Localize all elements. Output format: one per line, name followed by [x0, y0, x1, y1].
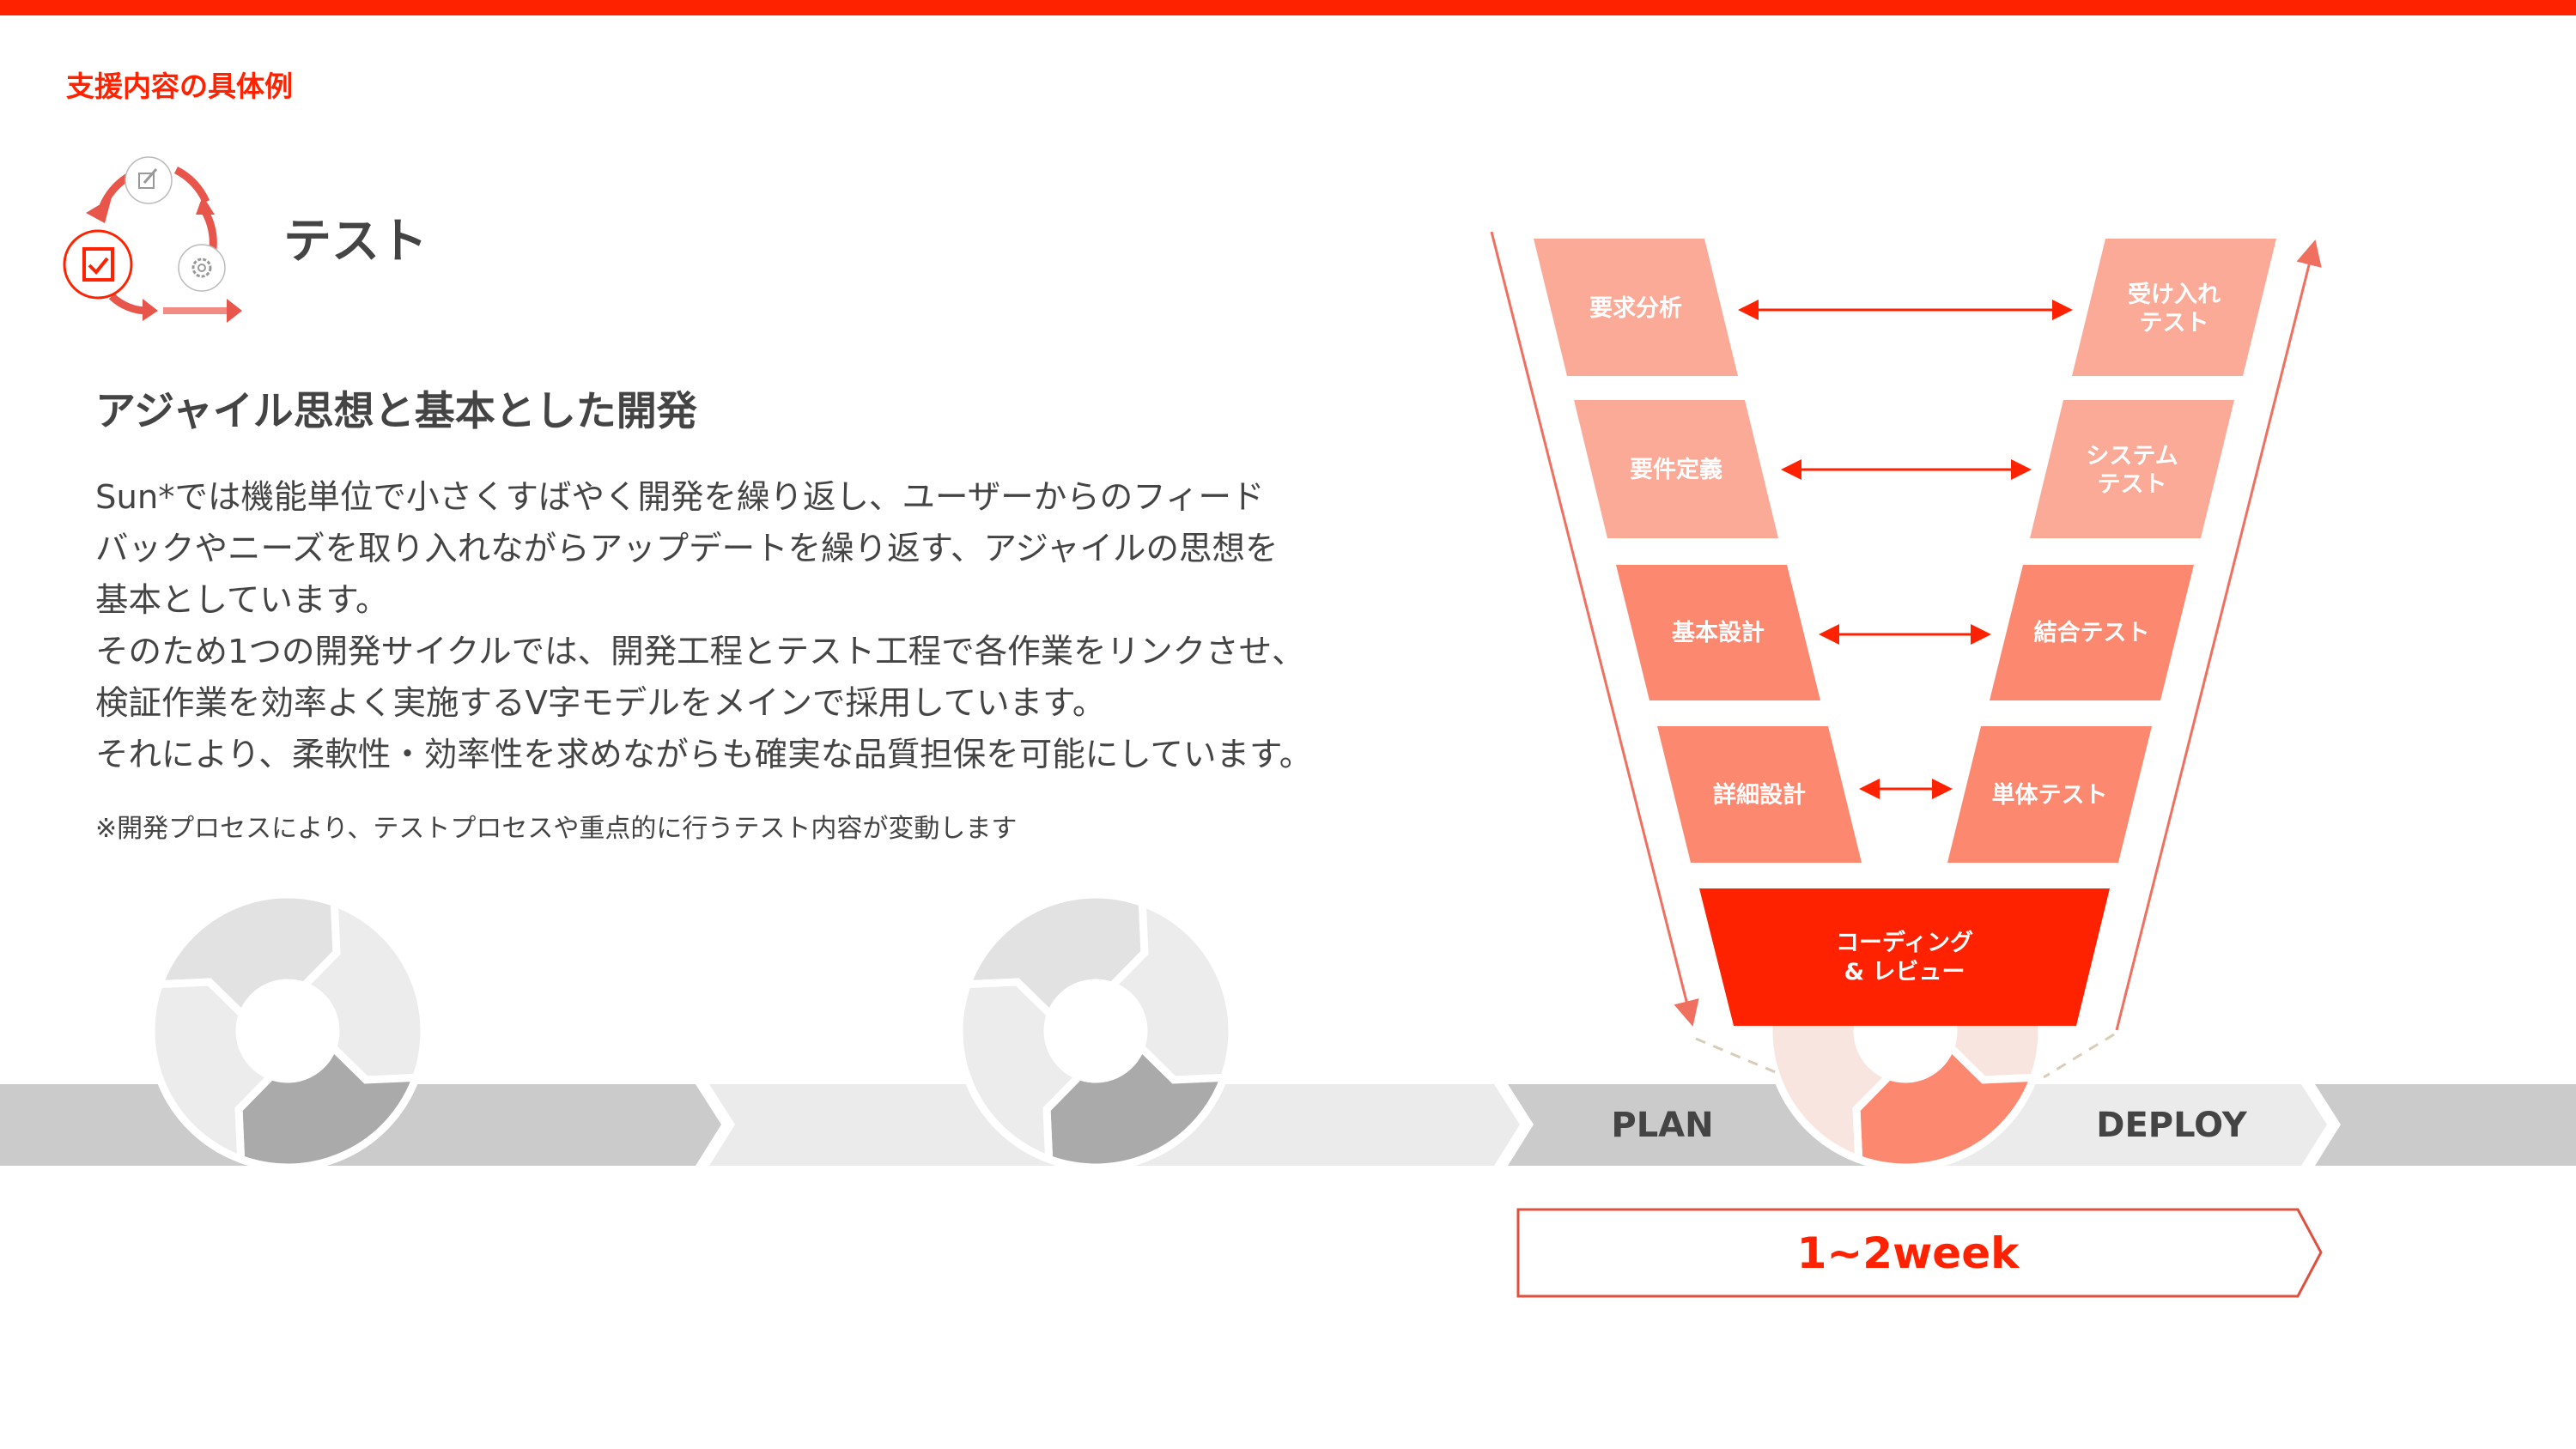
deploy-label: DEPLOY: [2096, 1106, 2247, 1145]
box-label: & レビュー: [1844, 959, 1965, 985]
body-line: Sun*では機能単位で小さくすばやく開発を繰り返し、ユーザーからのフィード: [95, 478, 1265, 517]
box-label: システム: [2086, 443, 2178, 470]
body-line: それにより、柔軟性・効率性を求めながらも確実な品質担保を可能にしています。: [95, 736, 1313, 774]
duration-label: 1~2week: [1797, 1228, 2020, 1278]
box-label: 基本設計: [1672, 619, 1765, 646]
test-arrow: [2115, 239, 2322, 1031]
duration-box: [1516, 1208, 2323, 1298]
cycle-segment: [1105, 897, 1236, 1084]
cycle-segment: [234, 1040, 422, 1172]
integration-test-box: [1990, 565, 2194, 700]
cycle-segment: [962, 890, 1149, 1022]
system-test-box: [2030, 400, 2234, 538]
content-heading: アジャイル思想と基本とした開発: [95, 388, 697, 435]
basic-design-box: [1616, 565, 1820, 700]
box-label: 要件定義: [1630, 456, 1722, 483]
test-cycle-icon: [63, 156, 242, 323]
timeline-band: [0, 1084, 2576, 1166]
coding-review-box: [1699, 888, 2110, 1026]
cycle-icon-1: [147, 890, 428, 1172]
cycle-segment: [955, 978, 1086, 1165]
body-line: そのため1つの開発サイクルでは、開発工程とテスト工程で各作業をリンクさせ、: [95, 633, 1305, 671]
cycle-segment: [154, 890, 341, 1022]
unit-test-box: [1947, 726, 2152, 863]
box-label: テスト: [2140, 310, 2209, 336]
detailed-design-box: [1657, 726, 1862, 863]
box-label: テスト: [2098, 471, 2167, 498]
requirements-analysis-box: [1534, 239, 1738, 376]
cycle-segment: [297, 897, 428, 1084]
v-left-boxes: [1534, 239, 1862, 863]
body-line: 検証作業を効率よく実施するV字モデルをメインで採用しています。: [95, 684, 1106, 723]
box-label: コーディング: [1836, 929, 1973, 956]
top-accent-bar: [0, 0, 2576, 15]
cycle-icon-2: [955, 890, 1236, 1172]
body-line: バックやニーズを取り入れながらアップデートを繰り返す、アジャイルの思想を: [95, 530, 1279, 568]
box-label: 結合テスト: [2034, 619, 2150, 646]
content-body: Sun*では機能単位で小さくすばやく開発を繰り返し、ユーザーからのフィード バッ…: [95, 472, 1435, 781]
cycle-segment: [1042, 1040, 1230, 1172]
v-right-boxes: [1947, 239, 2276, 863]
plan-label: PLAN: [1611, 1106, 1713, 1145]
cycle-segment: [147, 978, 278, 1165]
section-label: 支援内容の具体例: [66, 70, 293, 103]
footnote: ※開発プロセスにより、テストプロセスや重点的に行うテスト内容が変動します: [95, 814, 1018, 844]
box-label: 受け入れ: [2128, 281, 2221, 308]
box-label: 単体テスト: [1992, 781, 2108, 809]
body-line: 基本としています。: [95, 581, 389, 620]
box-label: 要求分析: [1589, 295, 1682, 322]
cycle-segment: [1852, 1040, 2039, 1172]
box-label: 詳細設計: [1713, 781, 1806, 809]
acceptance-test-box: [2072, 239, 2276, 376]
development-arrow: [1490, 231, 1699, 1027]
requirements-definition-box: [1574, 400, 1778, 538]
page-title: テスト: [283, 214, 428, 270]
